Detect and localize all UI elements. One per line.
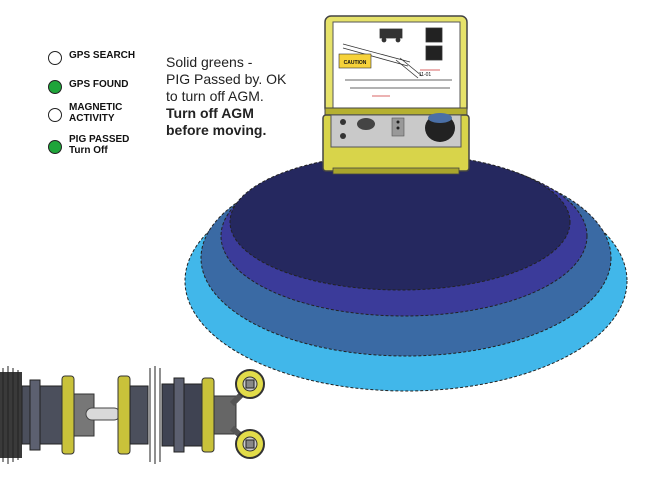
antenna-dome-top: [428, 113, 452, 123]
legend-item-gps-search: GPS SEARCH: [48, 50, 135, 65]
knob-icon: [340, 133, 346, 139]
note-line-3: to turn off AGM.: [166, 88, 264, 104]
device-foot: [332, 167, 460, 175]
knob-icon: [340, 119, 346, 125]
instruction-note: Solid greens - PIG Passed by. OK to turn…: [166, 54, 316, 139]
legend-label: GPS SEARCH: [69, 50, 136, 61]
pipeline-pig: [0, 366, 265, 464]
magnetic-activity-indicator-icon: [48, 108, 62, 122]
legend-label: MAGNETIC ACTIVITY: [69, 102, 123, 124]
odometer-wheels: [229, 369, 265, 459]
agm-device: CAUTION 11-01: [322, 15, 470, 175]
note-line-1: Solid greens -: [166, 54, 253, 70]
led-icon: [396, 126, 400, 130]
note-warning-1: Turn off AGM: [166, 105, 254, 121]
led-icon: [396, 120, 400, 124]
legend-item-gps-found: GPS FOUND: [48, 79, 128, 94]
legend-label: PIG PASSED Turn Off: [69, 134, 130, 156]
legend-item-pig-passed: PIG PASSED Turn Off: [48, 134, 129, 156]
tag-label: 11-01: [419, 72, 432, 78]
lid-diagram: [342, 27, 452, 97]
gps-search-indicator-icon: [48, 51, 62, 65]
pig-link-rod: [85, 407, 121, 421]
legend-label: GPS FOUND: [69, 79, 129, 90]
caution-sticker: [338, 53, 372, 69]
pig-module-right: [117, 366, 237, 464]
caution-label: CAUTION: [344, 60, 367, 66]
note-line-2: PIG Passed by. OK: [166, 71, 287, 87]
pig-module-left: [0, 366, 95, 464]
signal-rings: [184, 153, 628, 392]
note-warning-2: before moving.: [166, 122, 267, 138]
connector-icon: [357, 118, 375, 130]
legend-item-magnetic-activity: MAGNETIC ACTIVITY: [48, 102, 122, 124]
gps-found-indicator-icon: [48, 80, 62, 94]
pig-passed-indicator-icon: [48, 140, 62, 154]
